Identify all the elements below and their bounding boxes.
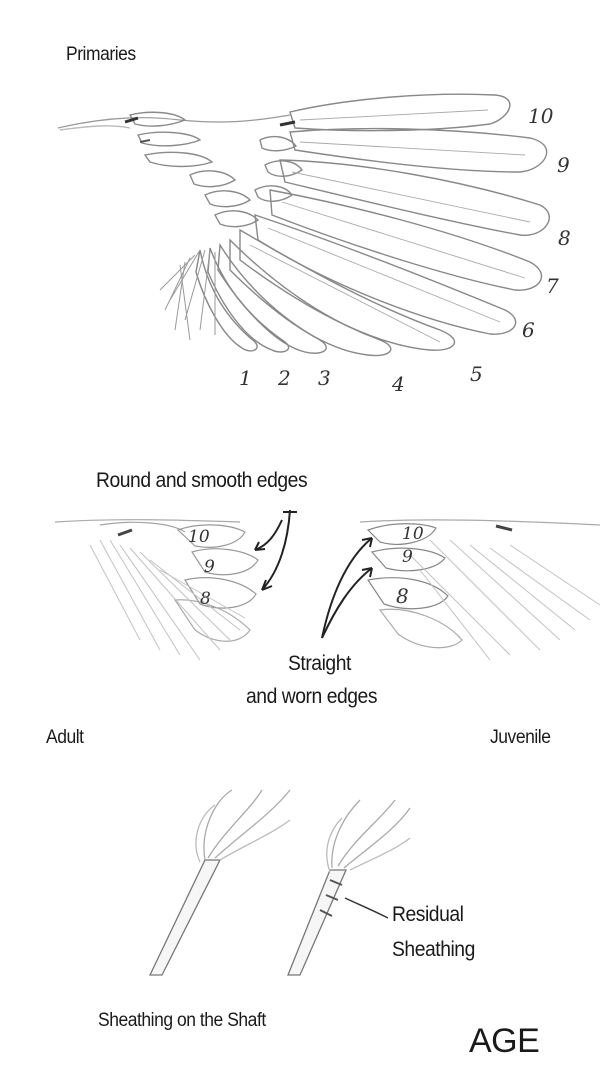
round-smooth-callout: Round and smooth edges	[96, 469, 307, 493]
straight-callout-line1: Straight	[288, 652, 351, 676]
callout-arrows	[255, 510, 372, 638]
adult-wing-drawing	[55, 520, 258, 660]
primary-number-label: 8	[558, 226, 571, 250]
adult-feather-number: 8	[200, 589, 211, 609]
primary-number-label: 1	[239, 366, 252, 390]
primary-number-label: 5	[470, 362, 483, 386]
primaries-heading: Primaries	[66, 44, 136, 66]
sheathing-shafts-drawing	[150, 790, 410, 975]
sheathing-caption: Sheathing on the Shaft	[98, 1010, 266, 1032]
age-title: AGE	[469, 1022, 539, 1061]
worn-edges-callout-line2: and worn edges	[246, 685, 377, 709]
primary-number-label: 9	[557, 153, 570, 177]
juvenile-feather-number: 9	[402, 547, 413, 567]
juvenile-caption: Juvenile	[490, 727, 550, 749]
adult-feather-number: 9	[204, 557, 215, 577]
primary-number-label: 4	[392, 372, 405, 396]
primary-number-label: 10	[528, 104, 553, 128]
primary-number-label: 6	[522, 318, 535, 342]
primary-number-label: 7	[546, 274, 559, 298]
residual-label-line2: Sheathing	[392, 938, 475, 962]
adult-caption: Adult	[46, 727, 84, 749]
juvenile-feather-number: 10	[402, 524, 424, 544]
adult-feather-number: 10	[188, 527, 210, 547]
juvenile-feather-number: 8	[396, 584, 409, 608]
primary-number-label: 3	[318, 366, 331, 390]
primaries-wing-drawing	[58, 94, 549, 355]
primary-number-label: 2	[278, 366, 291, 390]
residual-label-line1: Residual	[392, 903, 464, 927]
